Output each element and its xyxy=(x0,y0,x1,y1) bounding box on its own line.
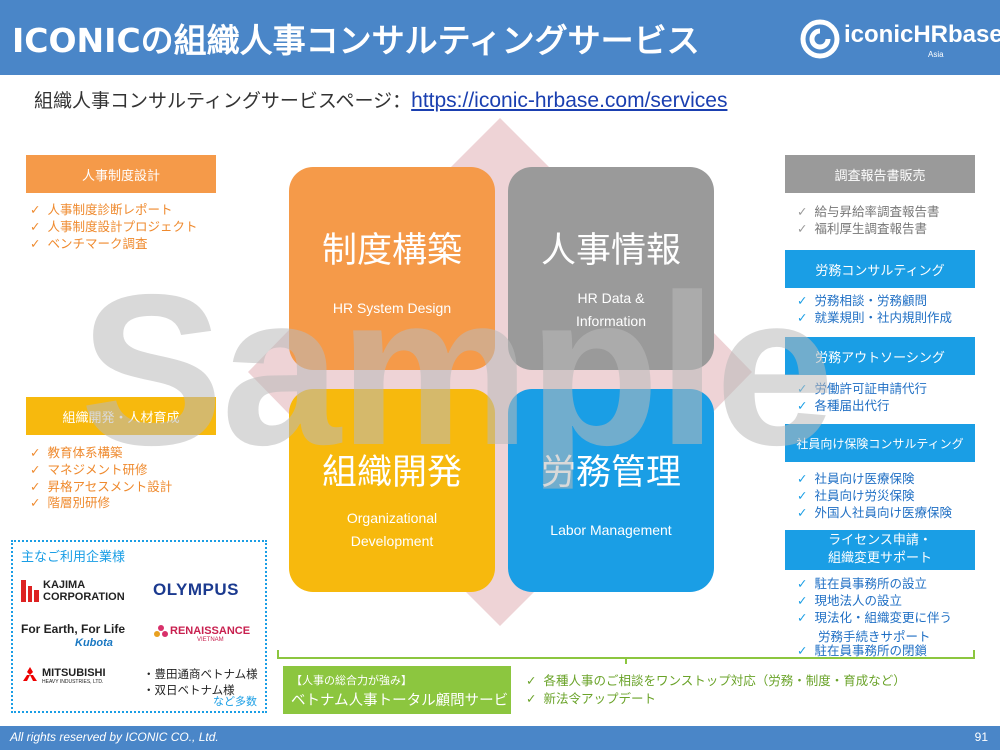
company-logo: iconicHRbase Asia xyxy=(800,17,1000,61)
list-item: 駐在員事務所の閉鎖 xyxy=(797,643,927,660)
quadrant-subtitle: Labor Management xyxy=(550,522,672,538)
quadrant-organizational-development: 組織開発 Organizational Development xyxy=(289,389,495,592)
list-item: 教育体系構築 xyxy=(30,445,172,462)
quadrant-hr-data: 人事情報 HR Data & Information xyxy=(508,167,714,370)
kajima-mark-icon xyxy=(21,580,39,602)
header-bar: ICONICの組織人事コンサルティングサービス iconicHRbase Asi… xyxy=(0,0,1000,75)
list-item: 人事制度診断レポート xyxy=(30,202,198,219)
logo-text: iconicHRbase xyxy=(844,21,1000,48)
renaissance-flower-icon xyxy=(154,625,168,637)
section-tag-research-reports: 調査報告書販売 xyxy=(785,155,975,193)
logo-swirl-icon xyxy=(800,19,840,59)
section-tag-employee-insurance: 社員向け保険コンサルティング xyxy=(785,424,975,462)
total-service-name: ベトナム人事トータル顧問サービス xyxy=(291,693,509,730)
list-item-continuation: 労務手続きサポート xyxy=(818,629,931,644)
list-item: 現法化・組織変更に伴う xyxy=(797,610,952,627)
clients-more: など多数 xyxy=(213,695,257,708)
kajima-text: CORPORATION xyxy=(43,591,125,603)
quadrant-title: 人事情報 xyxy=(540,231,681,271)
olympus-logo: OLYMPUS xyxy=(153,580,240,599)
list-item: 給与昇給率調査報告書 xyxy=(797,204,939,221)
services-page-link[interactable]: https://iconic-hrbase.com/services xyxy=(411,89,728,112)
list-item: 就業規則・社内規則作成 xyxy=(797,310,952,327)
section-tag-labor-consulting: 労務コンサルティング xyxy=(785,250,975,288)
section-tag-hr-system: 人事制度設計 xyxy=(26,155,216,193)
quadrant-title: 労務管理 xyxy=(540,453,681,493)
list-item: 現地法人の設立 xyxy=(797,593,952,610)
kajima-text: KAJIMA xyxy=(43,579,86,591)
section-tag-license-support: ライセンス申請・ 組織変更サポート xyxy=(785,530,975,570)
employee-insurance-list: 社員向け医療保険 社員向け労災保険 外国人社員向け医療保険 xyxy=(797,471,952,521)
list-item: 福利厚生調査報告書 xyxy=(797,221,940,238)
quadrant-labor-management: 労務管理 Labor Management xyxy=(508,389,714,592)
clients-box: 主なご利用企業様 KAJIMA CORPORATION OLYMPUS For … xyxy=(11,540,267,713)
quadrant-title: 制度構築 xyxy=(321,231,462,271)
quadrant-title: 組織開発 xyxy=(321,453,462,493)
quadrant-hr-system-design: 制度構築 HR System Design xyxy=(289,167,495,370)
page-number: 91 xyxy=(974,730,988,744)
list-item: 各種届出代行 xyxy=(797,398,927,415)
hr-system-list: 人事制度診断レポート 人事制度設計プロジェクト ベンチマーク調査 xyxy=(30,202,198,253)
copyright: All rights reserved by ICONIC CO., Ltd. xyxy=(10,730,219,744)
labor-outsourcing-list: 労働許可証申請代行 各種届出代行 xyxy=(797,381,927,415)
total-service-box: 【人事の総合力が強み】 ベトナム人事トータル顧問サービス xyxy=(283,666,511,730)
section-tag-labor-outsourcing: 労務アウトソーシング xyxy=(785,337,975,375)
list-item: 人事制度設計プロジェクト xyxy=(30,219,197,236)
four-way-arrow-icon xyxy=(248,118,752,626)
total-service-points: 各種人事のご相談をワンストップ対応（労務・制度・育成など） 新法令アップデート xyxy=(526,672,906,708)
logo-subtext: Asia xyxy=(928,50,944,59)
list-item: 社員向け労災保険 xyxy=(797,488,952,505)
list-item: 外国人社員向け医療保険 xyxy=(797,505,952,522)
services-page-line: 組織人事コンサルティングサービスページ：https://iconic-hrbas… xyxy=(34,86,727,113)
section-tag-org-dev: 組織開発・人材育成 xyxy=(26,397,216,435)
renaissance-sub: VIETNAM xyxy=(197,637,224,643)
quadrant-subtitle: HR Data & xyxy=(577,290,645,306)
client-name: ・双日ベトナム様 xyxy=(143,683,235,697)
list-item: ベンチマーク調査 xyxy=(30,236,198,253)
list-item: 労働許可証申請代行 xyxy=(797,381,927,398)
client-text-list: ・豊田通商ベトナム様 ・双日ベトナム様 xyxy=(143,666,258,698)
list-item: 社員向け医療保険 xyxy=(797,471,952,488)
section-tag-line: ライセンス申請・ xyxy=(828,533,932,548)
list-item: マネジメント研修 xyxy=(30,462,172,479)
list-item: 各種人事のご相談をワンストップ対応（労務・制度・育成など） xyxy=(526,672,905,690)
total-service-tagline: 【人事の総合力が強み】 xyxy=(291,674,412,687)
labor-consulting-list: 労務相談・労務顧問 就業規則・社内規則作成 xyxy=(797,293,952,327)
quadrant-subtitle: HR System Design xyxy=(332,300,452,316)
quadrant-subtitle: Development xyxy=(350,533,434,549)
list-item: 階層別研修 xyxy=(30,495,172,512)
kubota-slogan: For Earth, For Life xyxy=(21,622,126,636)
section-tag-line: 組織変更サポート xyxy=(827,551,932,566)
page-title: ICONICの組織人事コンサルティングサービス xyxy=(12,21,700,60)
license-support-list-last: 駐在員事務所の閉鎖 xyxy=(797,643,927,660)
list-item: 駐在員事務所の設立 xyxy=(797,576,952,593)
mitsubishi-sub: HEAVY INDUSTRIES, LTD. xyxy=(42,679,104,685)
research-reports-list: 給与昇給率調査報告書 福利厚生調査報告書 xyxy=(797,204,940,238)
list-item: 昇格アセスメント設計 xyxy=(30,479,172,496)
list-item: 労務相談・労務顧問 xyxy=(797,293,952,310)
mitsubishi-text: MITSUBISHI xyxy=(42,667,106,679)
brace-bracket-icon xyxy=(277,650,975,664)
renaissance-text: RENAISSANCE xyxy=(170,625,251,637)
quadrant-subtitle: Organizational xyxy=(346,510,438,526)
org-dev-list: 教育体系構築 マネジメント研修 昇格アセスメント設計 階層別研修 xyxy=(30,445,172,512)
client-name: ・豊田通商ベトナム様 xyxy=(143,667,258,681)
list-item: 新法令アップデート xyxy=(526,690,906,708)
license-support-list: 駐在員事務所の設立 現地法人の設立 現法化・組織変更に伴う xyxy=(797,576,952,626)
clients-title: 主なご利用企業様 xyxy=(21,550,126,565)
services-page-label: 組織人事コンサルティングサービスページ： xyxy=(34,90,412,112)
kubota-logo: Kubota xyxy=(75,637,113,649)
mitsubishi-diamonds-icon xyxy=(23,667,37,681)
quadrant-subtitle: Information xyxy=(575,313,647,329)
footer-bar: All rights reserved by ICONIC CO., Ltd. … xyxy=(0,726,1000,750)
